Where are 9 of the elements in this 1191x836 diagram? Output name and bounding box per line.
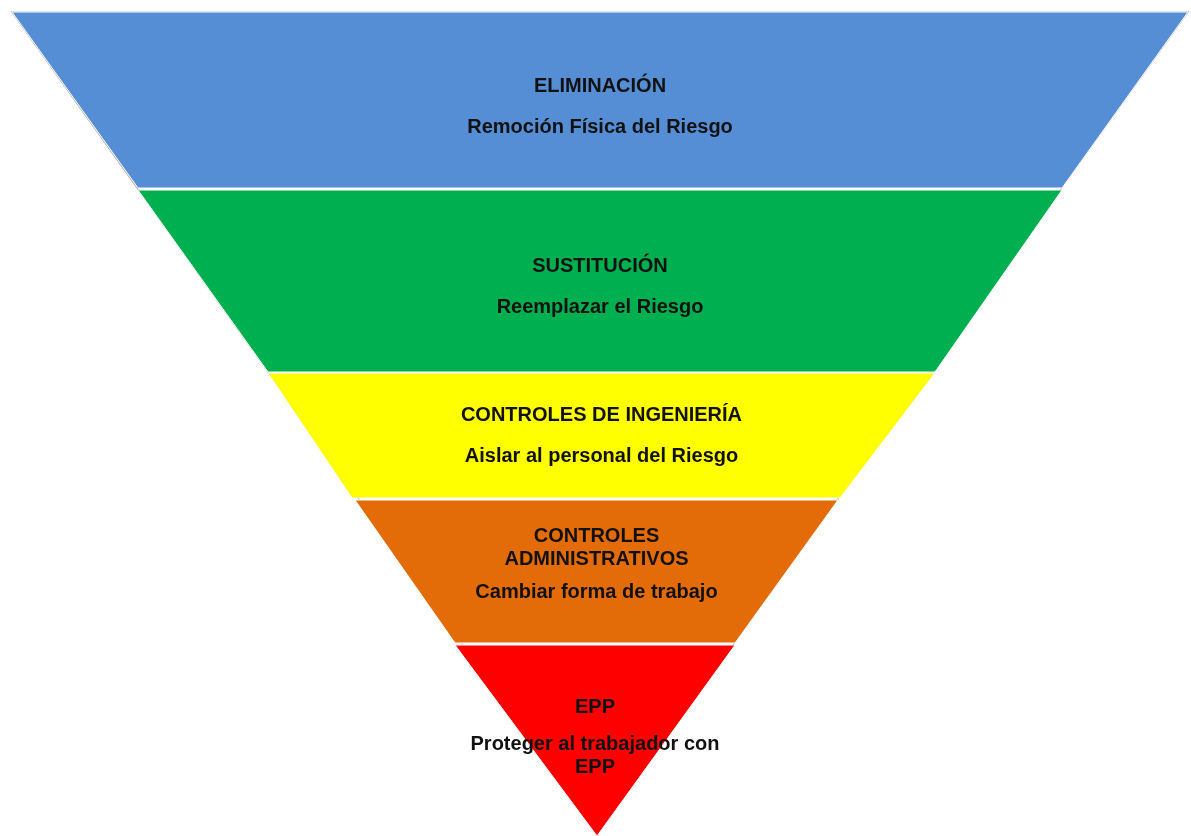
level-description: Reemplazar el Riesgo (496, 295, 704, 318)
level-description: Remoción Física del Riesgo (467, 115, 733, 138)
level-heading: CONTROLES ADMINISTRATIVOS (503, 524, 690, 570)
level-heading: SUSTITUCIÓN (532, 254, 668, 277)
level-description: Aislar al personal del Riesgo (464, 444, 739, 467)
level-heading: ELIMINACIÓN (533, 74, 667, 97)
level-heading: EPP (575, 695, 615, 718)
level-heading: CONTROLES DE INGENIERÍA (460, 403, 743, 426)
level-description: Cambiar forma de trabajo (475, 580, 718, 603)
